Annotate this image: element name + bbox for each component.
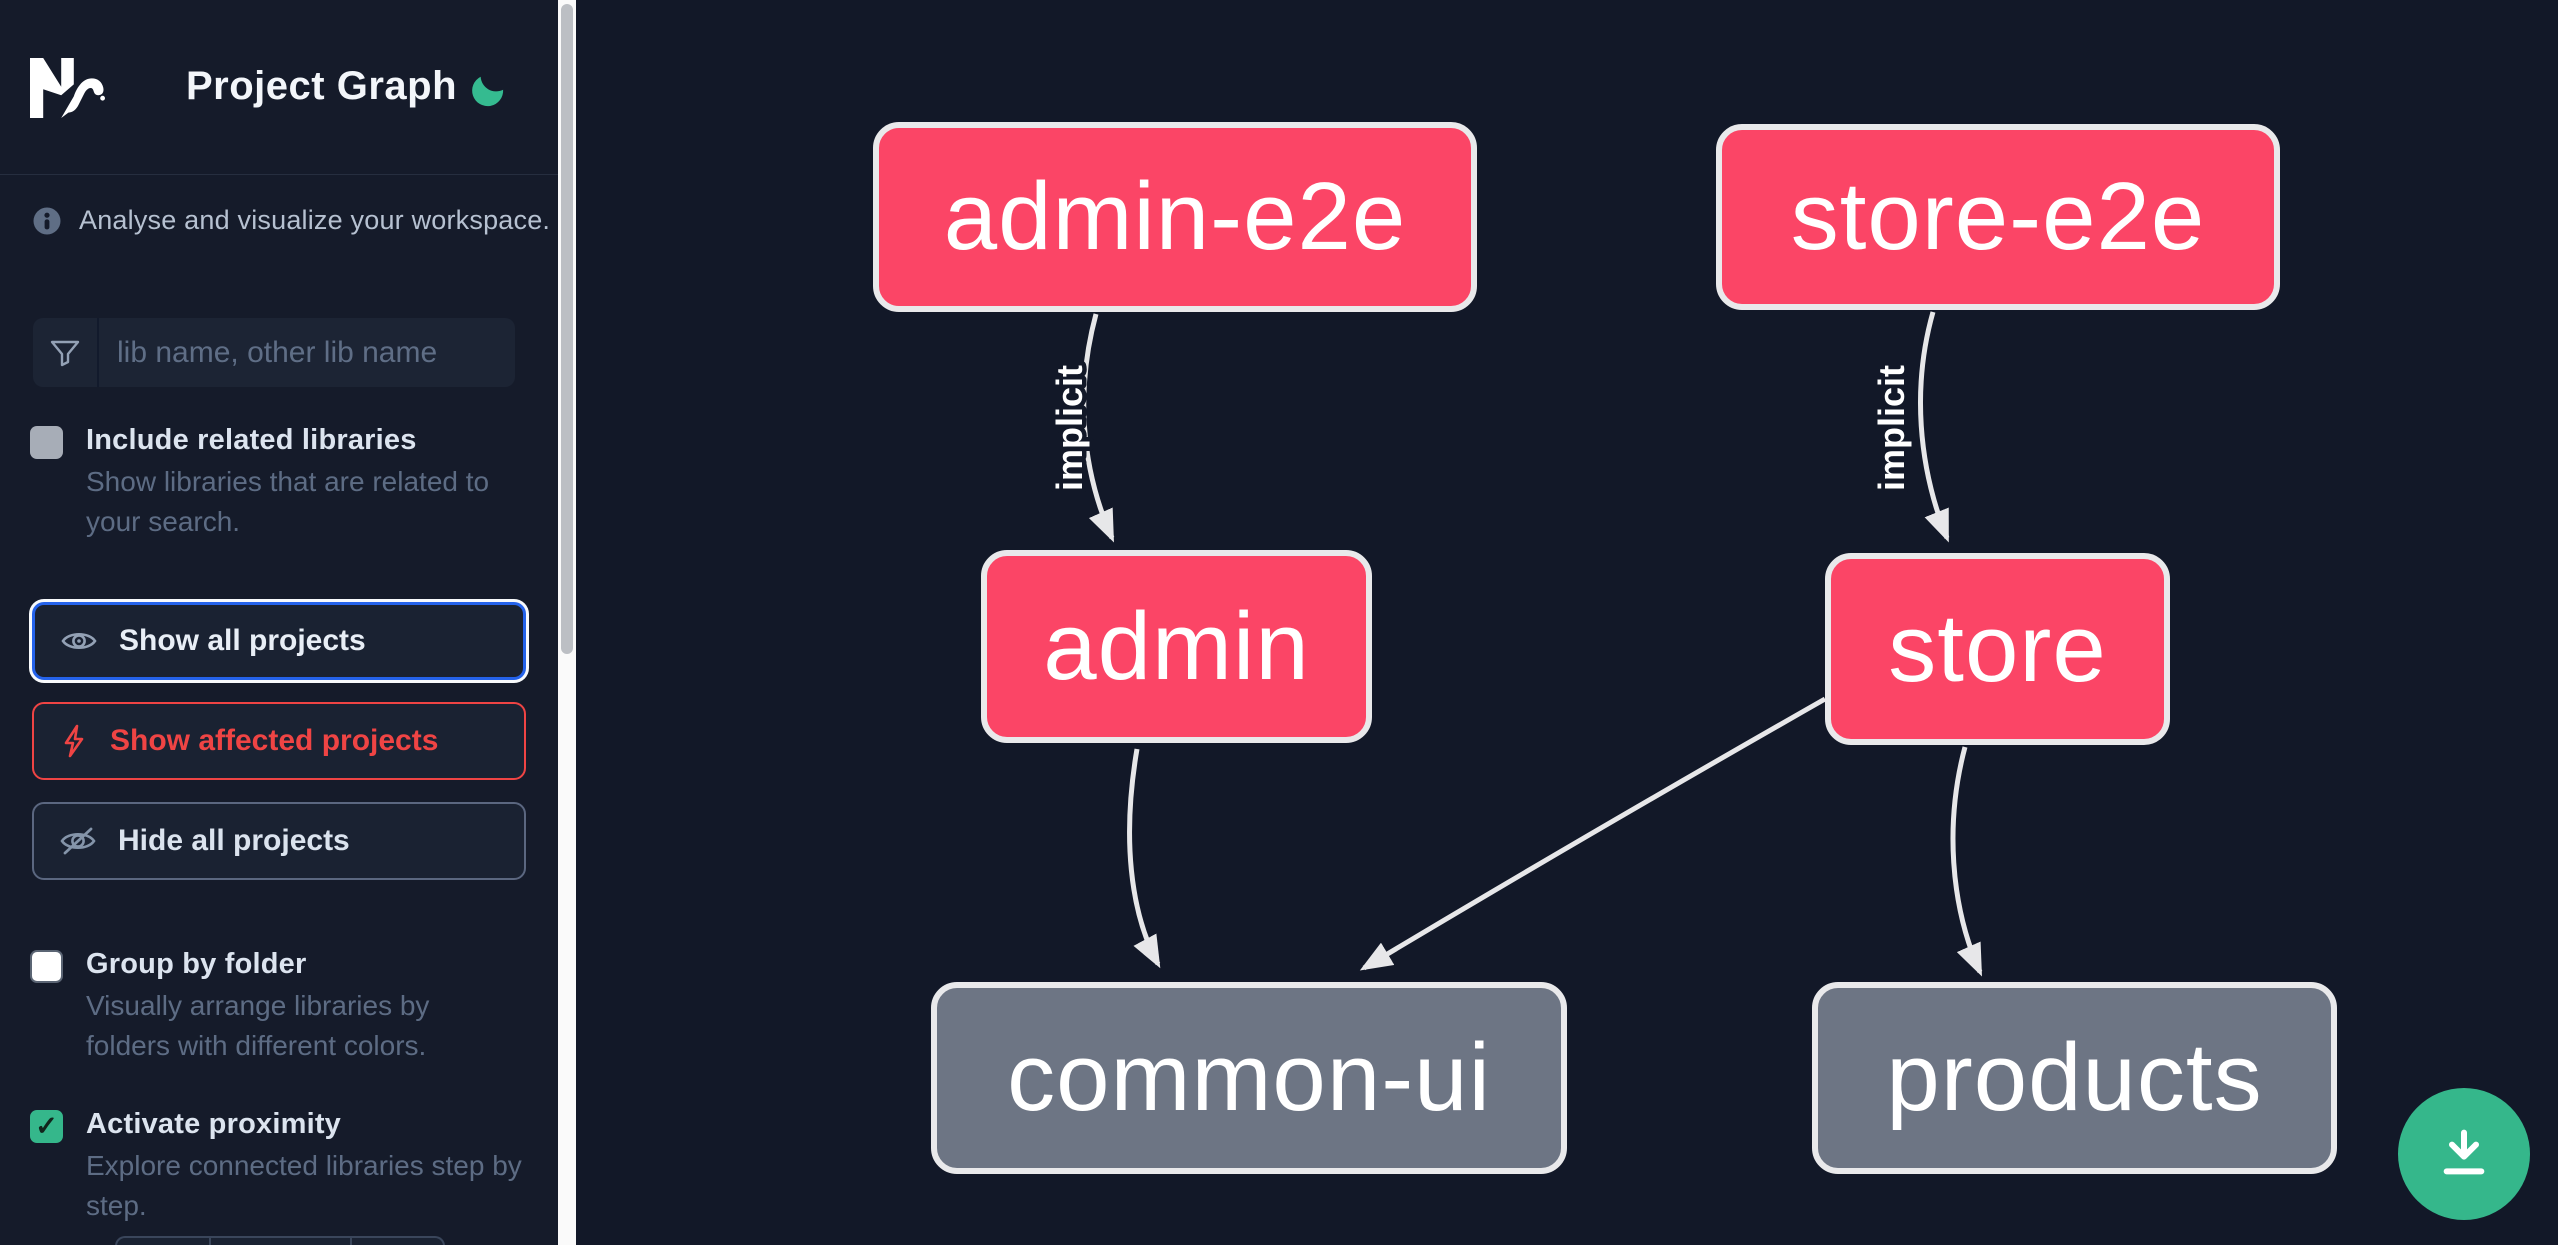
sidebar-scrollbar-track[interactable] [558, 0, 576, 1245]
graph-node-admin-e2e[interactable]: admin-e2e [873, 122, 1477, 312]
download-icon [2443, 1129, 2485, 1175]
hide-all-projects-button[interactable]: Hide all projects [32, 802, 526, 880]
graph-node-common-ui[interactable]: common-ui [931, 982, 1567, 1174]
filter-search-box [33, 318, 515, 387]
checkbox-activate-proximity-checked[interactable]: ✓ [30, 1110, 63, 1143]
eye-off-icon [60, 827, 96, 855]
download-graph-button[interactable] [2398, 1088, 2530, 1220]
sidebar: Project Graph Analyse and visualize your… [0, 0, 558, 1245]
page-title: Project Graph [186, 64, 458, 108]
info-icon [33, 207, 61, 234]
show-all-projects-button[interactable]: Show all projects [32, 602, 526, 680]
graph-node-products[interactable]: products [1812, 982, 2337, 1174]
search-input[interactable] [99, 318, 515, 387]
checkbox-include-related[interactable] [30, 426, 63, 459]
toggle-description: Explore connected libraries step by step… [86, 1150, 522, 1221]
graph-node-admin[interactable]: admin [981, 550, 1372, 743]
header-divider [0, 174, 558, 175]
edge-store-products [1950, 746, 1983, 977]
sidebar-scrollbar-thumb[interactable] [561, 4, 573, 654]
node-label: common-ui [1007, 1024, 1491, 1131]
node-label: store [1888, 595, 2107, 702]
eye-icon [61, 632, 97, 650]
checkbox-group-by-folder[interactable] [30, 950, 63, 983]
edges-layer: implicit implicit [1045, 311, 1983, 977]
graph-canvas[interactable]: implicit implicit admin-e2e store-e2e ad… [576, 0, 2558, 1245]
node-label: admin [1043, 592, 1310, 700]
toggle-label: Include related libraries [86, 424, 417, 456]
stepper-increment[interactable] [352, 1238, 443, 1245]
funnel-icon [33, 318, 99, 387]
toggle-label: Group by folder [86, 948, 307, 980]
edge-store-e2e-store [1918, 311, 1950, 543]
graph-node-store-e2e[interactable]: store-e2e [1716, 124, 2280, 310]
edge-admin-e2e-admin [1081, 313, 1115, 543]
edge-store-common-ui [1359, 696, 1827, 971]
button-label: Hide all projects [118, 824, 350, 857]
theme-toggle-moon-icon[interactable] [468, 70, 508, 110]
stepper-decrement[interactable] [117, 1238, 211, 1245]
bolt-icon [64, 724, 84, 758]
show-affected-projects-button[interactable]: Show affected projects [32, 702, 526, 780]
toggle-description: Show libraries that are related to your … [86, 466, 490, 537]
workspace-tagline: Analyse and visualize your workspace. [79, 205, 551, 235]
toggle-description: Visually arrange libraries by folders wi… [86, 990, 430, 1061]
workspace-tagline-row: Analyse and visualize your workspace. [33, 205, 550, 236]
graph-node-store[interactable]: store [1825, 553, 2170, 745]
node-label: store-e2e [1790, 163, 2206, 270]
button-label: Show all projects [119, 624, 366, 657]
edge-admin-common-ui [1127, 748, 1161, 969]
node-label: admin-e2e [943, 163, 1407, 270]
node-label: products [1886, 1024, 2263, 1131]
nx-logo [30, 58, 105, 118]
sidebar-header: Project Graph [0, 0, 558, 174]
button-label: Show affected projects [110, 724, 439, 757]
edge-label-implicit: implicit [1871, 365, 1912, 491]
edge-label-implicit: implicit [1049, 365, 1090, 491]
stepper-value [211, 1238, 352, 1245]
proximity-stepper-control[interactable] [115, 1236, 445, 1245]
toggle-label: Activate proximity [86, 1108, 342, 1140]
